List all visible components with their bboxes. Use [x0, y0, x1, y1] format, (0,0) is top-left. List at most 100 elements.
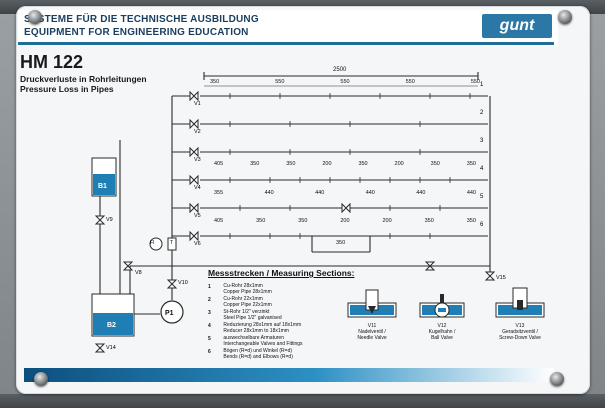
dim-label: 350: [298, 218, 308, 224]
item-number: 1: [208, 284, 211, 290]
gauge-value: T: [170, 240, 174, 246]
dims-row5: 355 440 440 440 440 440: [214, 190, 476, 196]
valve-label-v14: V14: [106, 345, 116, 351]
valve-label-v5: V5: [194, 213, 201, 219]
gunt-logo: gunt: [482, 14, 552, 38]
dim-label: 350: [286, 161, 296, 167]
tank-b1-label: B1: [98, 183, 107, 190]
screw-down-valve-icon: [495, 287, 545, 318]
valve-label-v4: V4: [194, 185, 201, 191]
dim-label: 200: [340, 218, 350, 224]
dim-label: 440: [365, 190, 375, 196]
dim-row6-lower: 350: [336, 240, 346, 246]
dim-label: 550: [340, 79, 350, 85]
item-text-de: St-Rohr 1/2" verzinkt: [223, 309, 270, 315]
tank-b2-label: B2: [107, 322, 116, 329]
needle-valve-icon: [347, 289, 397, 318]
footer-band: [24, 368, 554, 382]
dim-label: 550: [275, 79, 285, 85]
item-number: 4: [208, 323, 211, 329]
valve-name-en: Needle Valve: [357, 334, 387, 341]
header-line-de: SYSTEME FÜR DIE TECHNISCHE AUSBILDUNG: [24, 14, 259, 25]
subtitle-de: Druckverluste in Rohrleitungen: [20, 74, 147, 84]
item-number: 5: [208, 336, 211, 342]
valve-label-v15: V15: [496, 275, 506, 281]
item-number: 2: [208, 297, 211, 303]
item-text-en: Interchangeable Valves and Fittings: [223, 340, 303, 347]
dim-label: 350: [466, 161, 476, 167]
dim-label: 350: [256, 218, 266, 224]
pipe-number-1: 1: [480, 82, 484, 88]
dim-label: 405: [214, 161, 224, 167]
dims-row6: 405 350 350 200 200 350 350: [214, 218, 476, 224]
item-text-en: Bends (R=d) and Elbows (R=d): [223, 353, 293, 360]
valve-label-v8: V8: [135, 270, 142, 276]
dim-label: 440: [466, 190, 476, 196]
dim-label: 405: [214, 218, 224, 224]
item-text-en: Copper Pipe 22x1mm: [223, 301, 272, 308]
item-text-de: Cu-Rohr 22x1mm: [223, 296, 263, 302]
item-text-de: Cu-Rohr 28x1mm: [223, 283, 263, 289]
screw-icon: [28, 10, 42, 24]
measuring-item: 6 Bögen (R=d) und Winkel (R=d)Bends (R=d…: [208, 348, 293, 360]
pipe-number-2: 2: [480, 110, 484, 116]
dims-row4: 405 350 350 200 350 200 350 350: [214, 161, 476, 167]
valve-name-en: Ball Valve: [431, 334, 453, 341]
valve-type-v12: V12 Kugelhahn / Ball Valve: [414, 323, 470, 341]
dim-label: 200: [322, 161, 332, 167]
valve-id: V12: [437, 323, 447, 329]
ball-valve-icon: [419, 294, 465, 318]
item-text-en: Steel Pipe 1/2" galvanised: [223, 314, 282, 321]
dim-total: 2500: [333, 67, 347, 73]
item-number: 6: [208, 349, 211, 355]
dim-label: 350: [250, 161, 260, 167]
valve-name-de: Kugelhahn /: [428, 328, 456, 335]
valve-label-v10: V10: [178, 280, 188, 286]
valve-name-en: Screw-Down Valve: [499, 334, 541, 341]
dim-label: 440: [264, 190, 274, 196]
screw-icon: [558, 10, 572, 24]
item-text-de: Bögen (R=d) und Winkel (R=d): [223, 348, 293, 354]
header-bar: [18, 10, 558, 46]
bottom-rail: [0, 394, 605, 408]
header-line-en: EQUIPMENT FOR ENGINEERING EDUCATION: [24, 27, 249, 38]
valve-label-v2: V2: [194, 129, 201, 135]
pump-label: P1: [165, 310, 174, 317]
pipe-number-6: 6: [480, 222, 484, 228]
valve-type-v13: V13 Geradsitzventil / Screw-Down Valve: [492, 323, 548, 341]
subtitle-en: Pressure Loss in Pipes: [20, 84, 114, 94]
gauge-label: FI: [150, 240, 155, 246]
valve-type-v11: V11 Nadelventil / Needle Valve: [344, 323, 400, 341]
measuring-sections-heading: Messstrecken / Measuring Sections:: [208, 268, 355, 278]
item-number: 3: [208, 310, 211, 316]
item-text-de: Reduzierung 28x1mm auf 18x1mm: [223, 322, 302, 328]
screw-icon: [550, 372, 564, 386]
valve-id: V13: [515, 323, 525, 329]
valve-label-v6: V6: [194, 241, 201, 247]
dim-label: 440: [416, 190, 426, 196]
dim-label: 200: [394, 161, 404, 167]
valve-name-de: Nadelventil /: [358, 328, 386, 335]
dim-label: 350: [210, 79, 220, 85]
dim-label: 350: [466, 218, 476, 224]
valve-name-de: Geradsitzventil /: [502, 328, 538, 335]
product-title: HM 122: [20, 52, 84, 72]
valve-label-v9: V9: [106, 217, 113, 223]
dim-label: 550: [405, 79, 415, 85]
valve-label-v1: V1: [194, 101, 201, 107]
pipe-number-4: 4: [480, 166, 484, 172]
item-text-en: Copper Pipe 28x1mm: [223, 288, 272, 295]
valve-label-v3: V3: [194, 157, 201, 163]
dims-row1: 350 550 550 550 550: [210, 79, 480, 85]
screw-icon: [34, 372, 48, 386]
item-text-de: auswechselbare Armaturen: [223, 335, 284, 341]
valve-id: V11: [367, 323, 377, 329]
dim-label: 550: [470, 79, 480, 85]
dim-label: 200: [382, 218, 392, 224]
dim-label: 350: [424, 218, 434, 224]
